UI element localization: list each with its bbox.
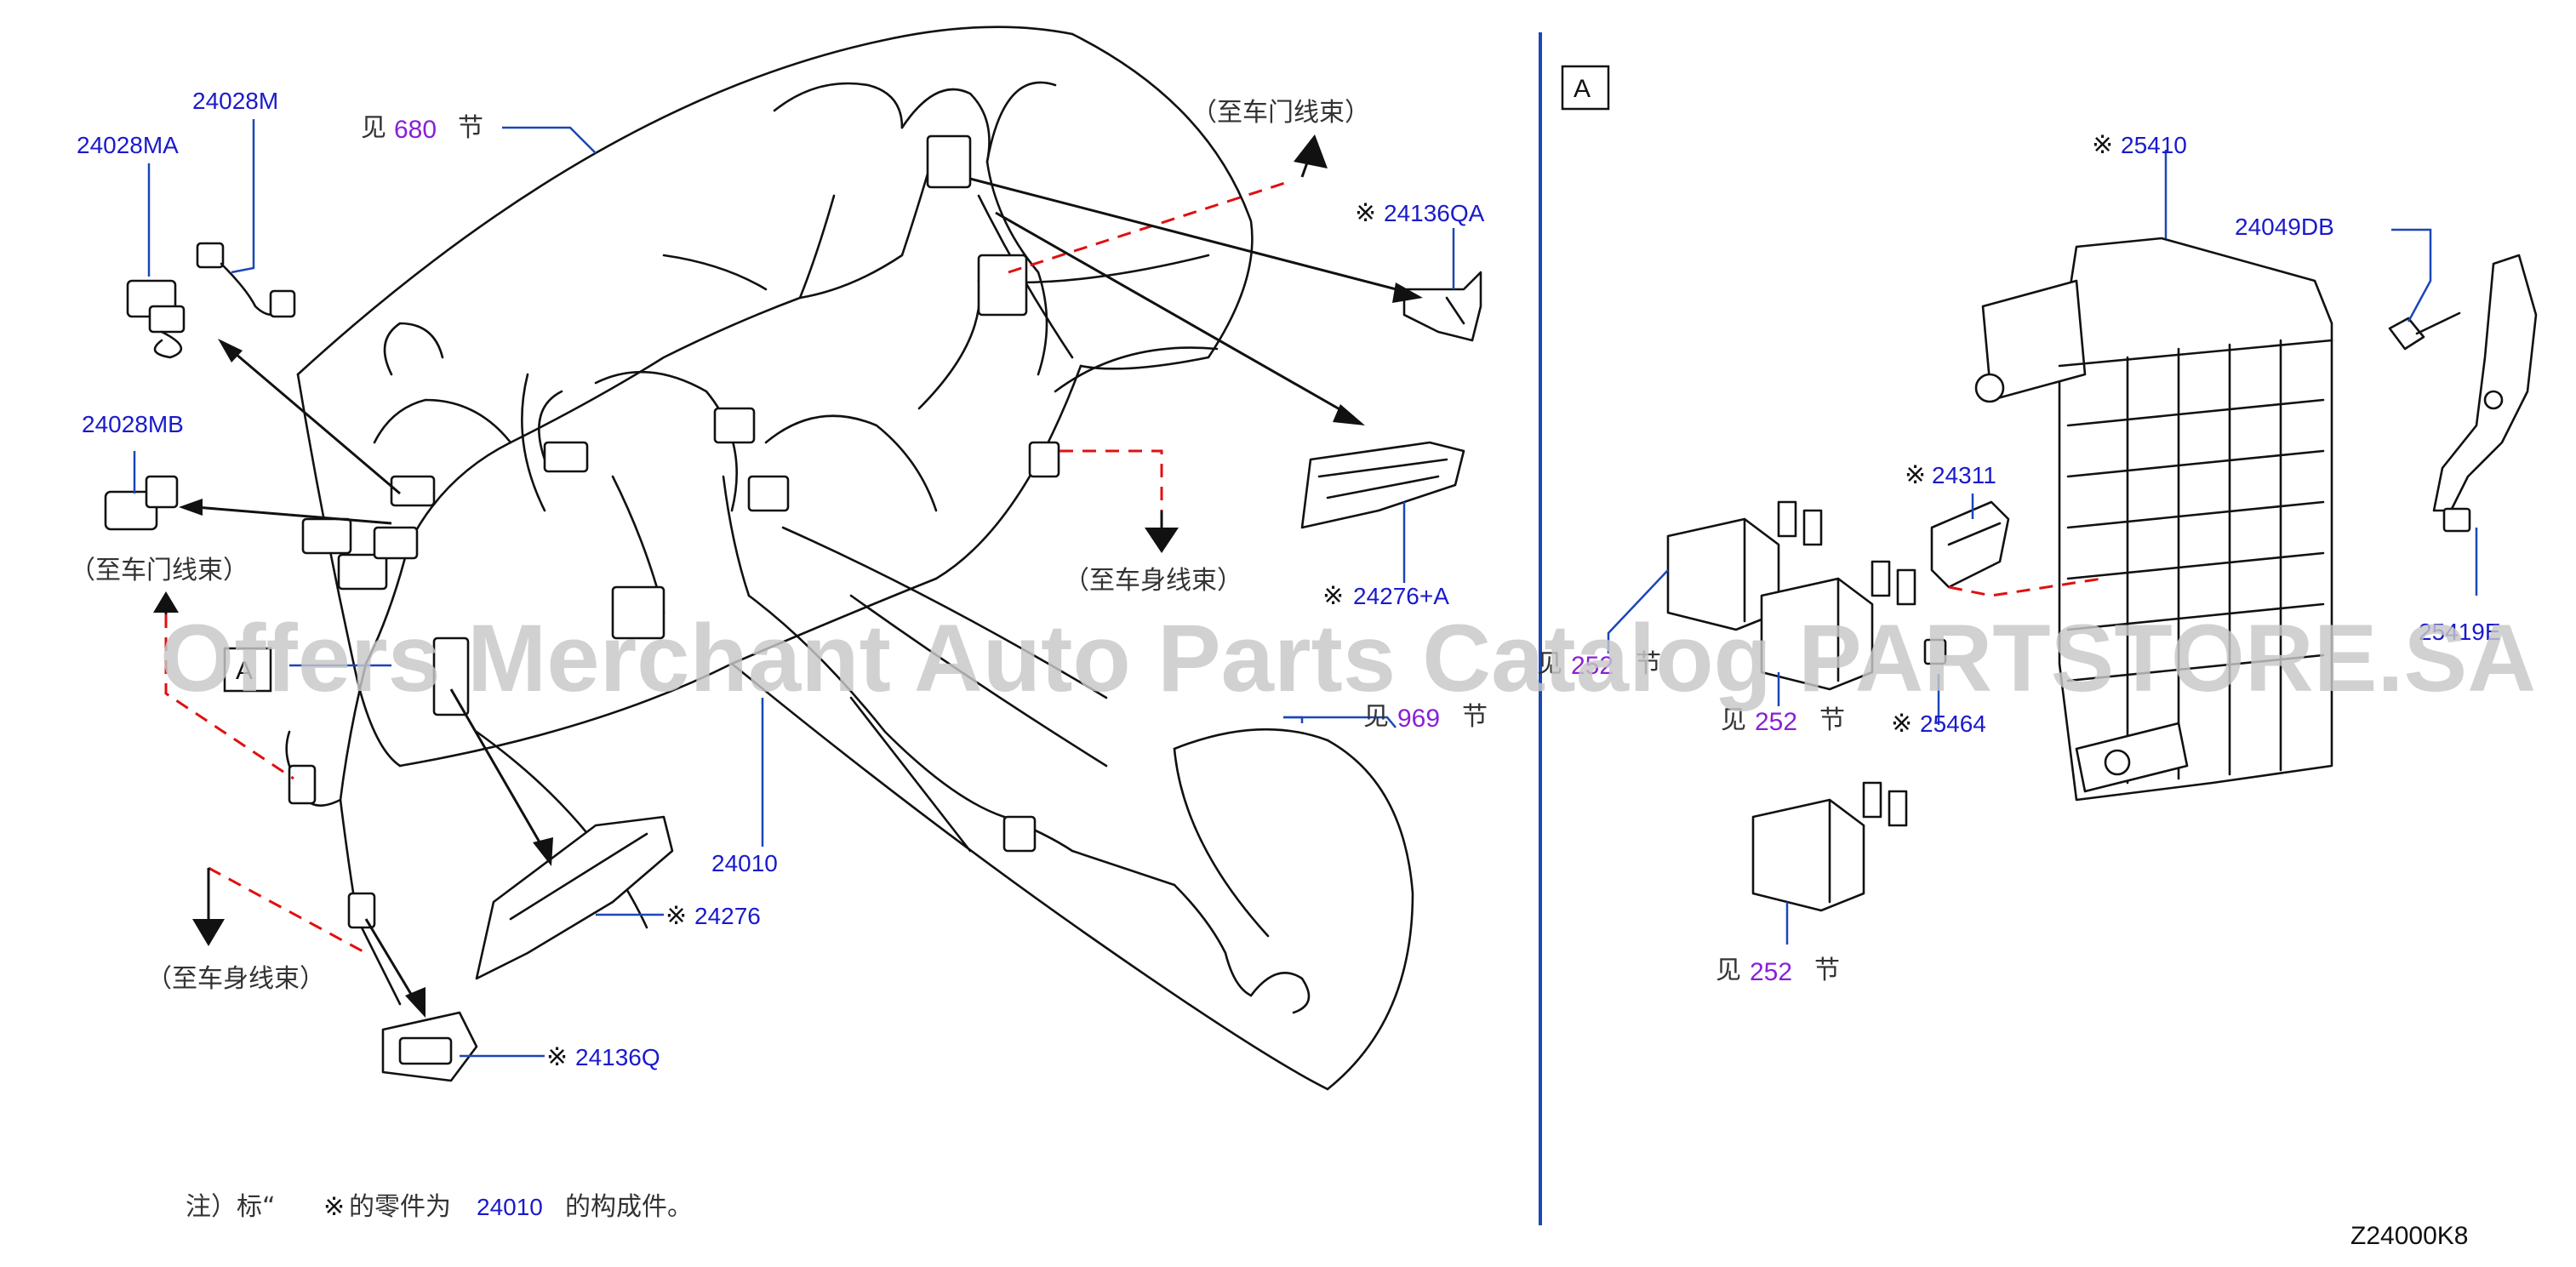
dashed-guides-left: [164, 181, 1286, 955]
label-24276A[interactable]: ※ 24276+A: [1322, 582, 1449, 610]
svg-text:节: 节: [1814, 956, 1840, 985]
footnote: 注）标“ ※ 的零件为 24010 的构成件。: [186, 1192, 693, 1222]
svg-text:A: A: [1574, 75, 1591, 103]
svg-text:24136Q[interactable]: 24136Q: [575, 1044, 660, 1070]
svg-text:※: ※: [665, 902, 687, 930]
label-24136QA[interactable]: ※ 24136QA: [1355, 199, 1485, 227]
ref-section-252-a[interactable]: 见 252 节: [1537, 649, 1661, 680]
relay-middle-drawing: [1760, 560, 1916, 691]
svg-text:的构成件。: 的构成件。: [565, 1192, 693, 1222]
ref-section-680[interactable]: 见 680 节: [361, 113, 483, 144]
svg-text:见: 见: [361, 113, 386, 143]
bracket-24276-drawing: [475, 815, 674, 980]
section-marker-a-left[interactable]: A: [223, 647, 272, 693]
dashboard-outline: [296, 26, 1414, 1091]
ref-680-number[interactable]: 680: [394, 116, 437, 144]
svg-text:※: ※: [546, 1043, 568, 1071]
svg-text:节: 节: [1462, 702, 1488, 732]
svg-text:※: ※: [323, 1193, 345, 1221]
ref-252-number-a[interactable]: 252: [1571, 652, 1614, 680]
svg-text:※: ※: [1905, 461, 1926, 489]
label-25419E[interactable]: 25419E: [2419, 619, 2501, 645]
connector-24028M-drawing: [196, 242, 296, 318]
section-marker-box: [223, 647, 272, 693]
direction-to-body-harness-right: （至车身线束）: [1064, 566, 1242, 596]
bolt-24049DB-drawing: [2388, 311, 2461, 351]
svg-text:24136QA[interactable]: 24136QA: [1384, 200, 1485, 226]
fuse-block-25410-drawing: [1974, 237, 2333, 802]
svg-text:24276[interactable]: 24276: [694, 903, 761, 929]
ref-969-number[interactable]: 969: [1397, 705, 1440, 733]
label-25464[interactable]: ※ 25464: [1891, 710, 1986, 738]
svg-text:见: 见: [1716, 956, 1741, 985]
leader-lines-left: [133, 119, 1455, 1058]
svg-text:24311[interactable]: 24311: [1932, 462, 1996, 488]
label-24028MB[interactable]: 24028MB: [82, 411, 184, 437]
svg-text:见: 见: [1721, 705, 1746, 735]
svg-text:※: ※: [1355, 199, 1376, 227]
direction-to-door-harness-left: （至车门线束）: [70, 556, 248, 585]
leader-lines-right: [1607, 150, 2478, 945]
label-24311[interactable]: ※ 24311: [1905, 461, 1996, 489]
footnote-part-24010[interactable]: 24010: [477, 1194, 543, 1220]
svg-text:节: 节: [458, 113, 483, 143]
svg-text:见: 见: [1537, 649, 1562, 679]
svg-text:24276+A[interactable]: 24276+A: [1353, 583, 1449, 609]
ref-252-number-c[interactable]: 252: [1750, 958, 1792, 986]
bracket-24136Q-drawing: [381, 1011, 478, 1082]
svg-text:的零件为: 的零件为: [349, 1192, 451, 1222]
svg-text:25410[interactable]: 25410: [2121, 132, 2187, 158]
harness-connectors: [288, 134, 1060, 929]
label-24276[interactable]: ※ 24276: [665, 902, 761, 930]
connector-24311-drawing: [1930, 500, 2010, 589]
connector-24028MA-drawing: [126, 279, 186, 359]
bracket-24276A-drawing: [1300, 441, 1465, 529]
svg-text:节: 节: [1819, 705, 1845, 735]
label-24028MA[interactable]: 24028MA: [77, 132, 179, 158]
svg-text:25464[interactable]: 25464: [1920, 711, 1986, 737]
svg-text:A: A: [236, 657, 253, 685]
watermark-text: Offers Merchant Auto Parts Catalog PARTS…: [160, 605, 2536, 711]
ref-section-252-b[interactable]: 见 252 节: [1721, 705, 1845, 736]
label-24028M[interactable]: 24028M: [192, 88, 278, 114]
diagram-code: Z24000K8: [2350, 1222, 2468, 1250]
svg-text:※: ※: [2092, 131, 2113, 159]
label-24010[interactable]: 24010: [711, 850, 778, 876]
bracket-24136QA-drawing: [1402, 271, 1482, 342]
section-marker-a-right: A: [1561, 65, 1610, 111]
relay-bottom-drawing: [1751, 781, 1908, 912]
label-24136Q[interactable]: ※ 24136Q: [546, 1043, 660, 1071]
ref-252-number-b[interactable]: 252: [1755, 708, 1797, 736]
ref-section-969[interactable]: 见 969 节: [1363, 702, 1488, 733]
dashed-guide-right: [1948, 577, 2103, 597]
ref-section-252-c[interactable]: 见 252 节: [1716, 956, 1840, 986]
svg-text:注）标“: 注）标“: [186, 1192, 276, 1222]
svg-text:见: 见: [1363, 702, 1389, 732]
svg-text:※: ※: [1322, 582, 1344, 610]
svg-text:※: ※: [1891, 710, 1912, 738]
direction-to-door-harness-top: （至车门线束）: [1191, 98, 1370, 128]
direction-to-body-harness-left: （至车身线束）: [146, 964, 325, 994]
label-25410[interactable]: ※ 25410: [2092, 131, 2187, 159]
label-24049DB[interactable]: 24049DB: [2235, 214, 2334, 240]
main-harness-wires: [285, 81, 1311, 1014]
direction-arrows-left: [153, 134, 1423, 1018]
bracket-25419E-drawing: [2432, 254, 2538, 533]
svg-text:节: 节: [1636, 649, 1661, 679]
connector-24028MB-drawing: [104, 475, 179, 531]
fuse-25464-drawing: [1923, 638, 1947, 665]
